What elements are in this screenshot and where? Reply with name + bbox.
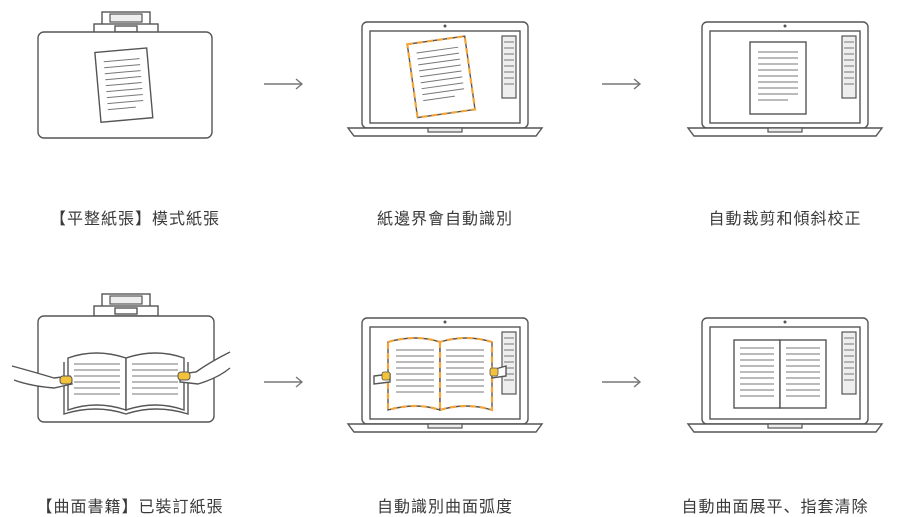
right-arrow-icon bbox=[264, 376, 304, 388]
laptop-flatten-clean-illustration bbox=[686, 317, 884, 433]
step-caption-bound-book: 【曲面書籍】已裝訂紙張 bbox=[36, 497, 224, 516]
right-arrow-icon bbox=[602, 78, 642, 90]
step-caption-crop-correct: 自動裁剪和傾斜校正 bbox=[708, 209, 862, 228]
laptop-crop-correct-illustration bbox=[686, 21, 884, 137]
laptop-curve-detection-illustration bbox=[346, 317, 544, 433]
laptop-edge-detection-illustration bbox=[346, 21, 544, 137]
scanner-bound-book-illustration bbox=[11, 293, 231, 423]
step-caption-edge-detection: 紙邊界會自動識別 bbox=[376, 209, 513, 228]
step-caption-flat-paper: 【平整紙張】模式紙張 bbox=[49, 209, 220, 228]
step-caption-flatten-clean: 自動曲面展平、指套清除 bbox=[681, 497, 869, 516]
step-caption-curve-detection: 自動識別曲面弧度 bbox=[376, 497, 513, 516]
right-arrow-icon bbox=[602, 376, 642, 388]
right-arrow-icon bbox=[264, 78, 304, 90]
scanner-flat-paper-illustration bbox=[37, 11, 213, 139]
